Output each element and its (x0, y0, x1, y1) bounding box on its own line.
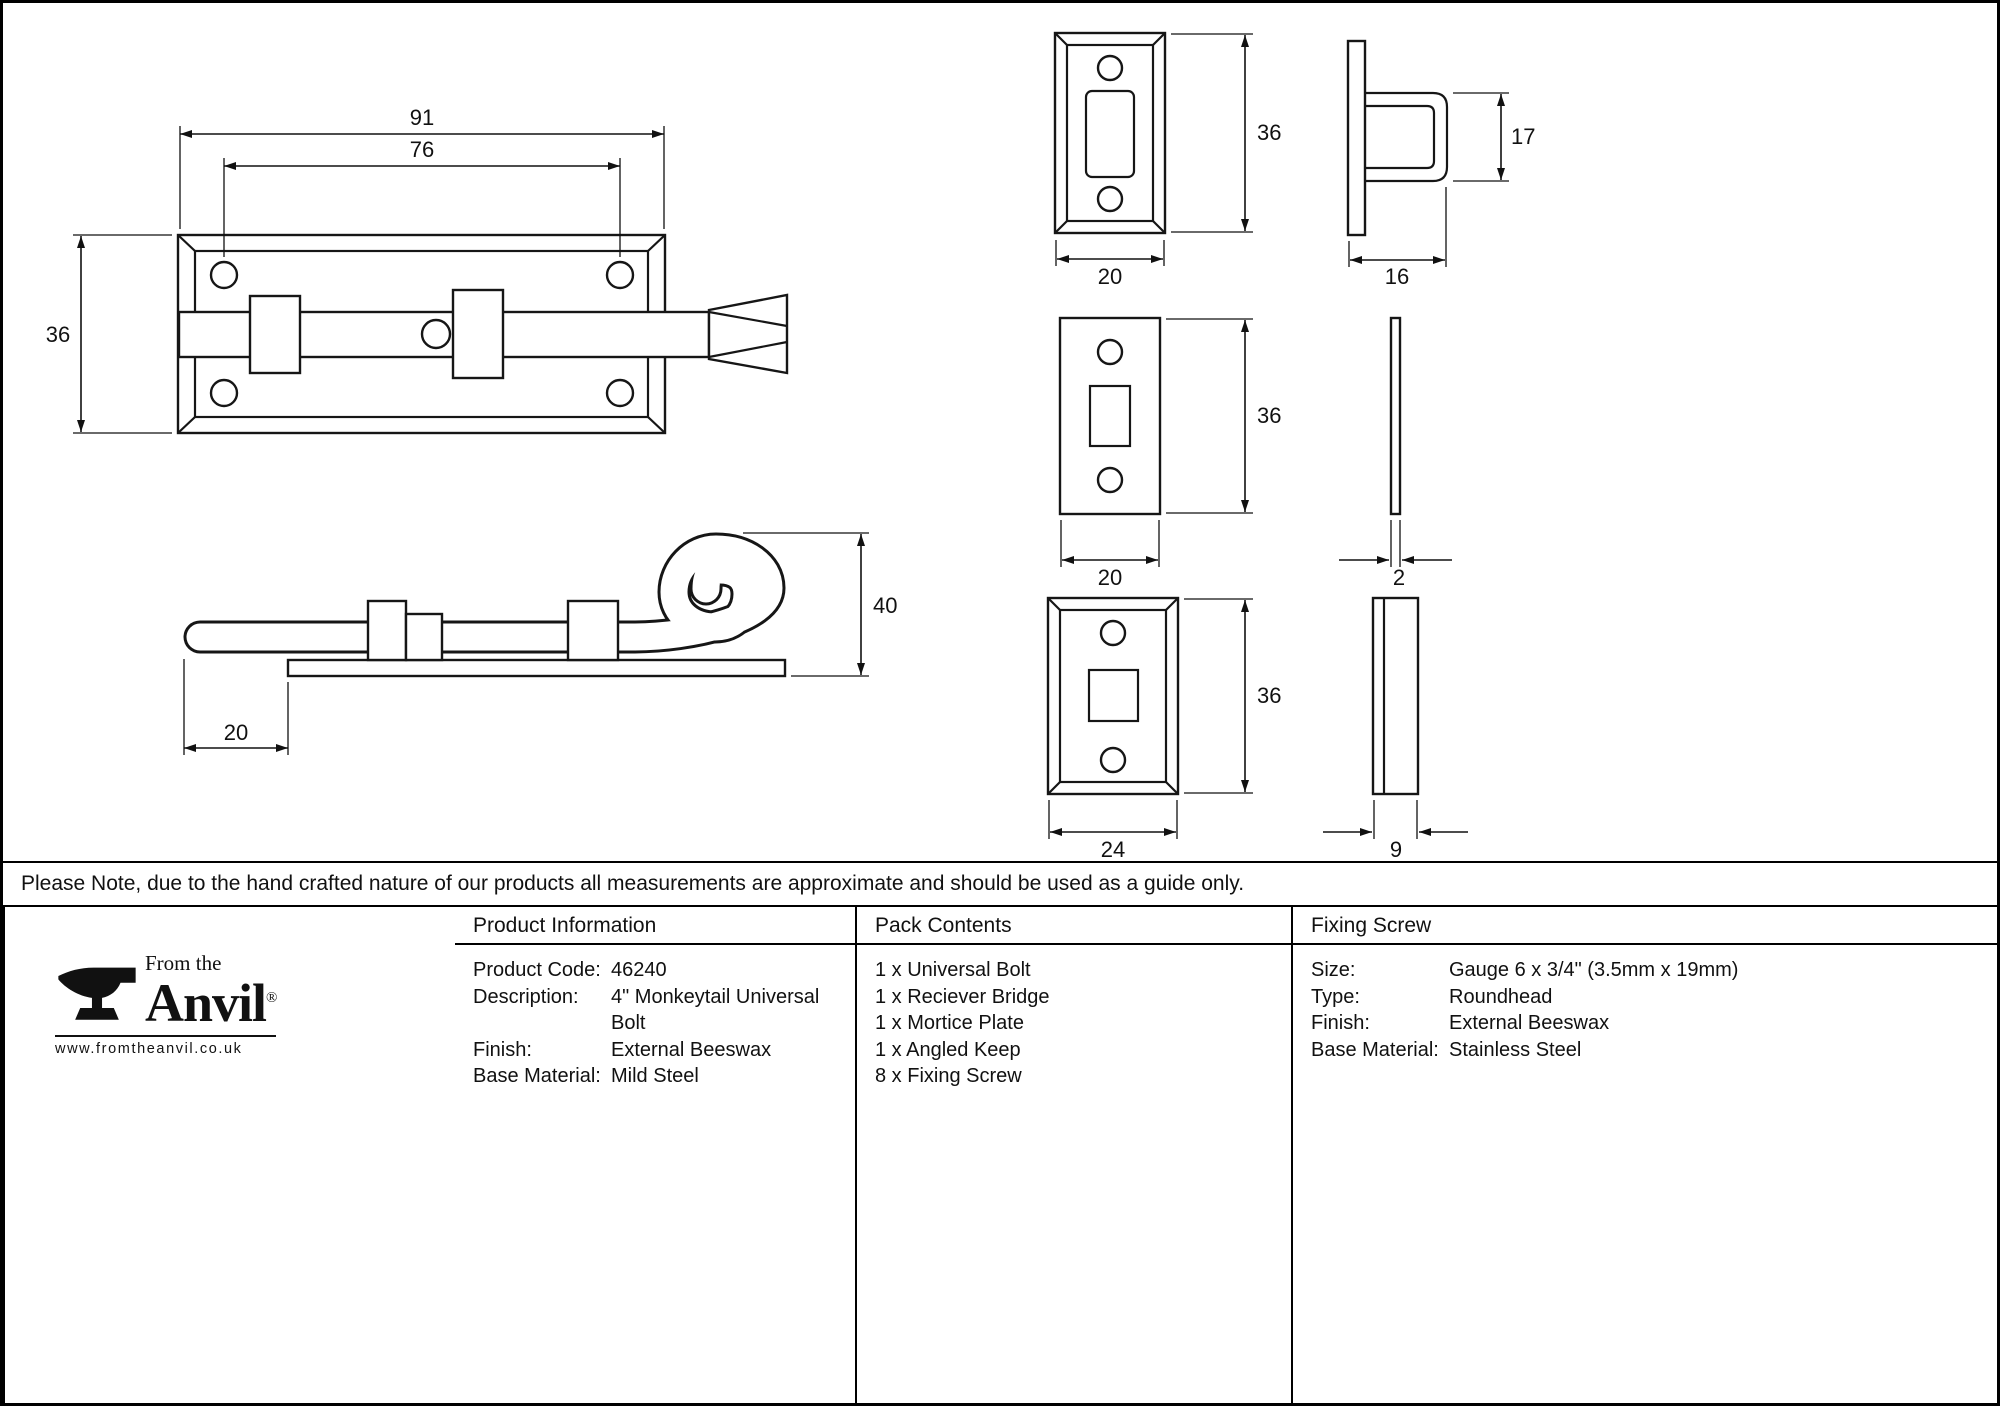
mortice-plate-side-view: 2 (1339, 316, 1452, 590)
bolt-plan-dimensions: 91 76 36 (46, 105, 665, 434)
field-label: Product Code: (473, 959, 601, 981)
field-value: 46240 (611, 959, 667, 981)
bolt-guide-bracket (451, 288, 505, 380)
anvil-icon (58, 967, 136, 1020)
field-value: Gauge 6 x 3/4" (3.5mm x 19mm) (1449, 959, 1739, 981)
pack-item: 1 x Reciever Bridge (875, 985, 1050, 1008)
bolt-plan-view (176, 233, 789, 435)
field-value: External Beeswax (1449, 1012, 1610, 1034)
bridge-slot (1084, 89, 1136, 179)
product-info-table: Product Information Pack Contents Fixing… (3, 907, 1997, 1403)
field-label: Finish: (473, 1038, 532, 1061)
product-information-body: Product Code: 46240 Description: 4" Monk… (455, 945, 855, 1403)
measurement-note: Please Note, due to the hand crafted nat… (3, 861, 1997, 907)
dim-keep-depth-top: 16 (1385, 264, 1409, 289)
dim-plate-width: 91 (410, 105, 434, 130)
field-label: Size: (1311, 959, 1356, 981)
backplate-edge (286, 658, 787, 678)
keep-square-hole (1087, 668, 1140, 723)
technical-drawing-svg: 91 76 36 (46, 31, 1535, 861)
pack-item: 1 x Angled Keep (875, 1038, 1021, 1061)
dim-bridge-height: 36 (1257, 120, 1281, 145)
dim-bridge-width: 20 (1098, 264, 1122, 289)
field-value: Mild Steel (611, 1065, 699, 1087)
fixing-screw-body: Size: Gauge 6 x 3/4" (3.5mm x 19mm) Type… (1291, 945, 1997, 1403)
dim-mortice-height: 36 (1257, 403, 1281, 428)
angled-keep-front-view: 36 24 (1046, 596, 1281, 861)
note-text: Please Note, due to the hand crafted nat… (21, 872, 1245, 895)
monkeytail-spiral (186, 535, 783, 651)
dim-mortice-thickness: 2 (1393, 565, 1405, 590)
product-information-header: Product Information (455, 907, 855, 945)
field-value: Stainless Steel (1449, 1038, 1582, 1061)
receiver-bridge-front-view: 36 20 (1053, 31, 1281, 289)
dim-tail-plate-offset: 20 (224, 720, 248, 745)
logo-website: www.fromtheanvil.co.uk (55, 1035, 277, 1057)
angled-keep-profile-view: 9 (1323, 596, 1468, 861)
pack-contents-header: Pack Contents (855, 907, 1291, 945)
dim-keep-width: 24 (1101, 837, 1125, 861)
field-label: Finish: (1311, 1012, 1370, 1034)
dim-plate-height: 36 (46, 322, 70, 347)
dim-tail-height: 40 (873, 593, 897, 618)
field-value: Roundhead (1449, 985, 1553, 1008)
mortice-plate-front-view: 36 20 (1058, 316, 1281, 590)
keep-loop-inner (1365, 104, 1436, 170)
screw-size-row: Size: Gauge 6 x 3/4" (3.5mm x 19mm) (1311, 957, 1997, 984)
pack-contents-body: 1 x Universal Bolt 1 x Reciever Bridge 1… (855, 945, 1291, 1403)
field-label: Type: (1311, 985, 1360, 1008)
pack-item: 1 x Universal Bolt (875, 959, 1031, 981)
logo-name: Anvil® (145, 973, 277, 1033)
description-row: Description: 4" Monkeytail Universal Bol… (473, 984, 855, 1037)
tail-guide-bracket (404, 612, 444, 662)
pack-item: 8 x Fixing Screw (875, 1065, 1022, 1087)
technical-drawing-area: 91 76 36 (3, 3, 1997, 861)
field-label: Base Material: (1311, 1038, 1439, 1061)
screw-material-row: Base Material: Stainless Steel (1311, 1037, 1997, 1064)
field-value: 4" Monkeytail Universal Bolt (611, 985, 820, 1035)
dim-mortice-width: 20 (1098, 565, 1122, 590)
monkeytail-side-view (183, 532, 787, 678)
dim-keep-loop-height: 17 (1511, 124, 1535, 149)
pack-item: 1 x Mortice Plate (875, 1012, 1024, 1034)
field-value: External Beeswax (611, 1038, 772, 1061)
bolt-guide-bracket (248, 294, 302, 375)
angled-keep-side-view: 17 16 (1346, 39, 1535, 289)
screw-type-row: Type: Roundhead (1311, 984, 1997, 1011)
tail-guide-bracket (566, 599, 620, 662)
base-material-row: Base Material: Mild Steel (473, 1063, 855, 1090)
field-label: Description: (473, 985, 579, 1008)
dim-keep-side-depth: 9 (1390, 837, 1402, 861)
screw-finish-row: Finish: External Beeswax (1311, 1010, 1997, 1037)
monkeytail-dimensions: 20 40 (183, 532, 897, 755)
registered-mark: ® (266, 990, 277, 1006)
bolt-knob (420, 318, 452, 350)
dim-keep-height: 36 (1257, 683, 1281, 708)
keep-loop-outer (1365, 91, 1449, 183)
mortice-slot (1088, 384, 1132, 448)
bolt-tip (707, 293, 789, 375)
fixing-screw-header: Fixing Screw (1291, 907, 1997, 945)
finish-row: Finish: External Beeswax (473, 1037, 855, 1064)
fta-logo: From the Anvil® www.fromtheanvil.co.uk (55, 951, 277, 1057)
tail-guide-bracket (366, 599, 408, 662)
field-label: Base Material: (473, 1065, 601, 1087)
logo-cell: From the Anvil® www.fromtheanvil.co.uk (3, 907, 455, 1403)
dim-screw-spacing: 76 (410, 137, 434, 162)
logo-from-the: From the (145, 951, 222, 975)
product-code-row: Product Code: 46240 (473, 957, 855, 984)
